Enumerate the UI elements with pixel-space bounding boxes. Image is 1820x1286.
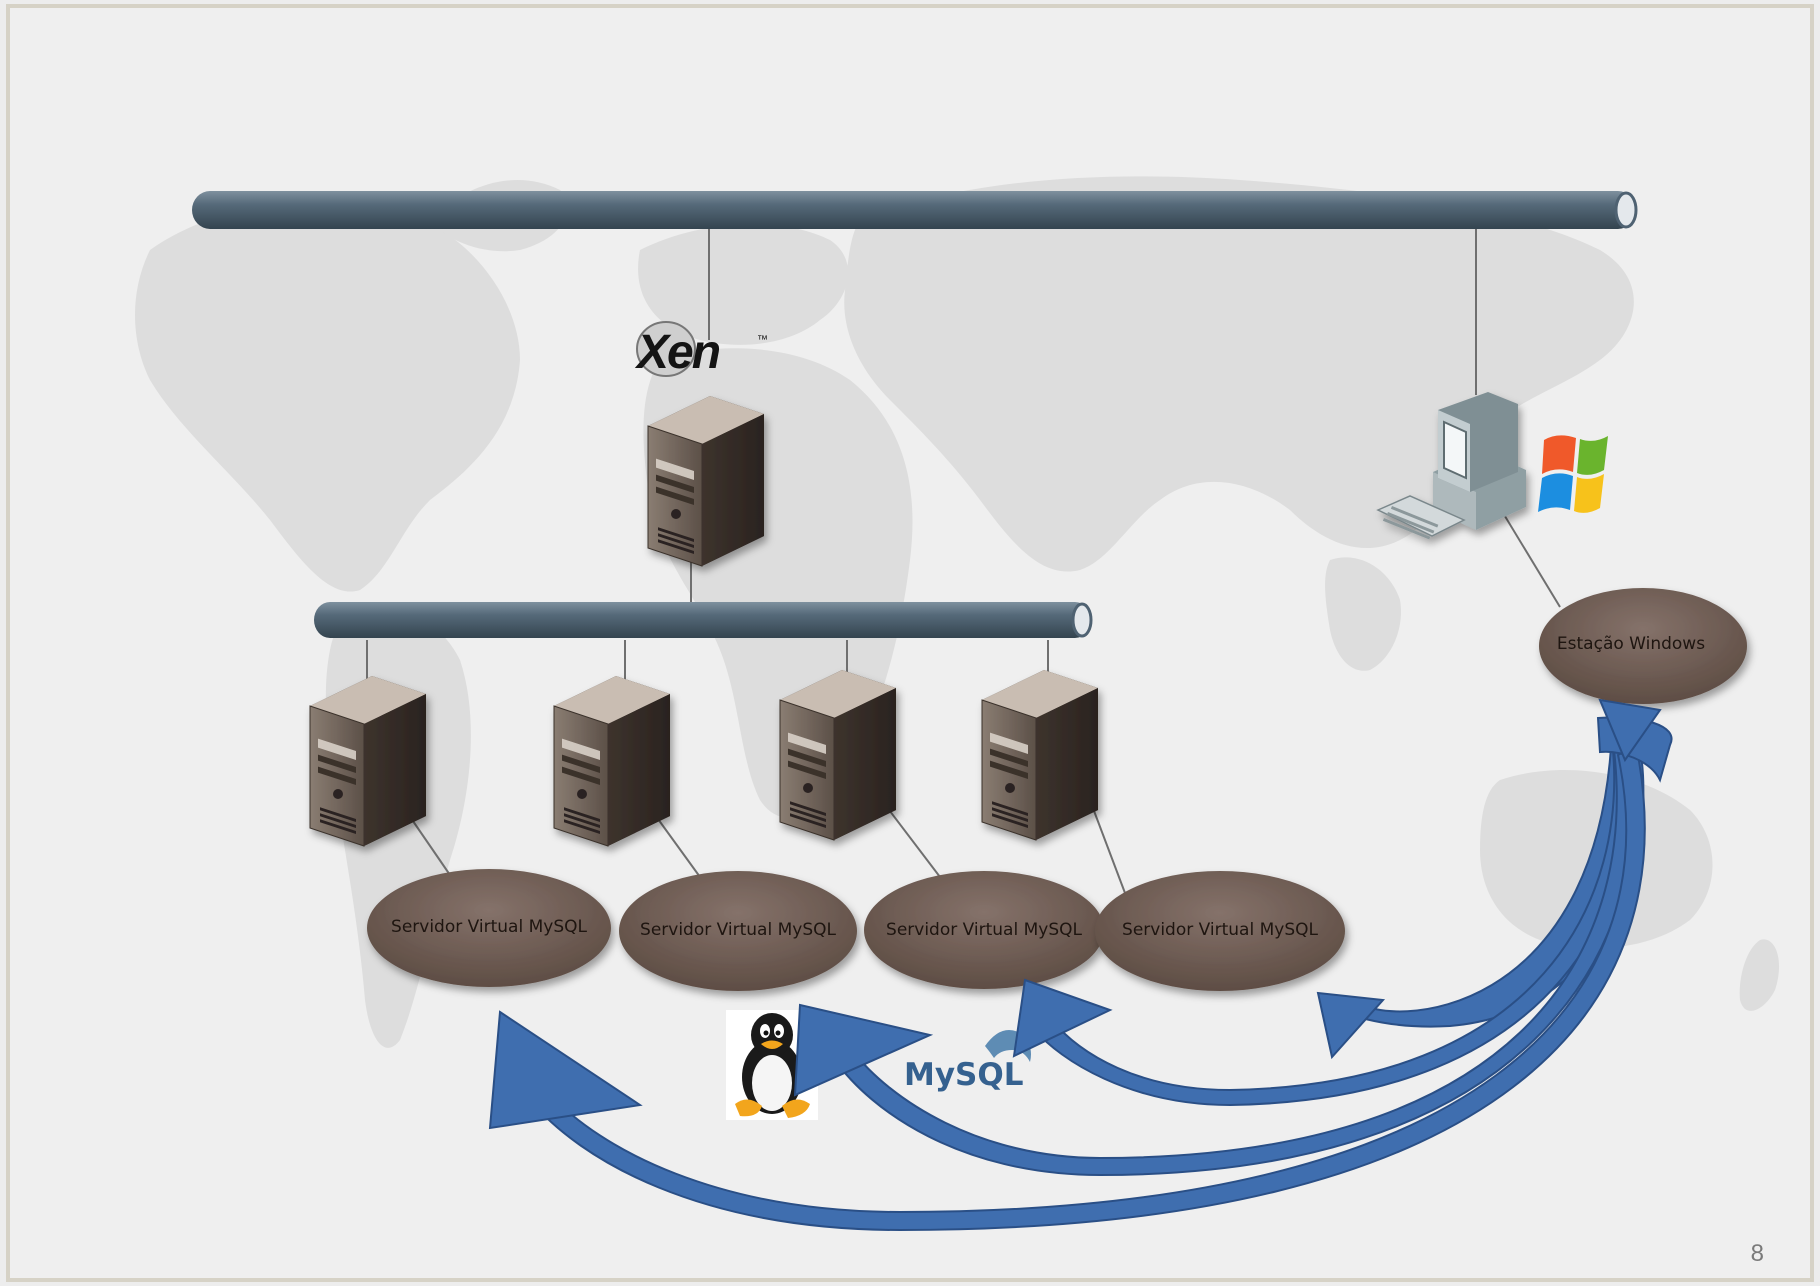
- xen-trademark: ™: [757, 334, 768, 346]
- virtual-server-label: Servidor Virtual MySQL: [640, 920, 836, 940]
- virtual-server-node: [864, 871, 1104, 989]
- arrow-head: [1012, 978, 1113, 1058]
- virtual-server-node: [619, 871, 857, 991]
- windows-station-node: [1539, 588, 1747, 704]
- vm-server-icon: [309, 675, 427, 847]
- windows-logo: [1538, 435, 1608, 513]
- arrow-head: [488, 1010, 643, 1130]
- virtual-network-bus: [314, 602, 1093, 638]
- arrow-head: [1316, 991, 1386, 1060]
- virtual-server-node: [367, 869, 611, 987]
- backbone-bus: [192, 191, 1638, 229]
- vm-server-icon: [981, 669, 1099, 841]
- mysql-logo: MySQL: [904, 1030, 1031, 1093]
- desktop-computer-icon: [1376, 392, 1526, 540]
- arrow-head: [793, 1003, 934, 1097]
- mysql-logo-text: MySQL: [904, 1057, 1024, 1093]
- slide-number: 8: [1750, 1240, 1764, 1267]
- virtual-server-label: Servidor Virtual MySQL: [1122, 920, 1318, 940]
- windows-station-label: Estação Windows: [1557, 634, 1705, 654]
- linux-logo: [726, 1010, 818, 1120]
- xen-logo-text: Xen: [634, 326, 720, 379]
- arrows: [488, 698, 1673, 1232]
- connector-line: [1499, 507, 1561, 608]
- virtual-server-node: [1095, 871, 1345, 991]
- arrow-head: [1598, 698, 1662, 763]
- vm-server-icon: [553, 675, 671, 847]
- vm-server-icon: [779, 669, 897, 841]
- host-server-icon: [647, 395, 765, 567]
- virtual-server-label: Servidor Virtual MySQL: [391, 917, 587, 937]
- virtual-server-label: Servidor Virtual MySQL: [886, 920, 1082, 940]
- xen-logo: Xen ™: [634, 321, 768, 379]
- tux-penguin-icon: [735, 1013, 810, 1118]
